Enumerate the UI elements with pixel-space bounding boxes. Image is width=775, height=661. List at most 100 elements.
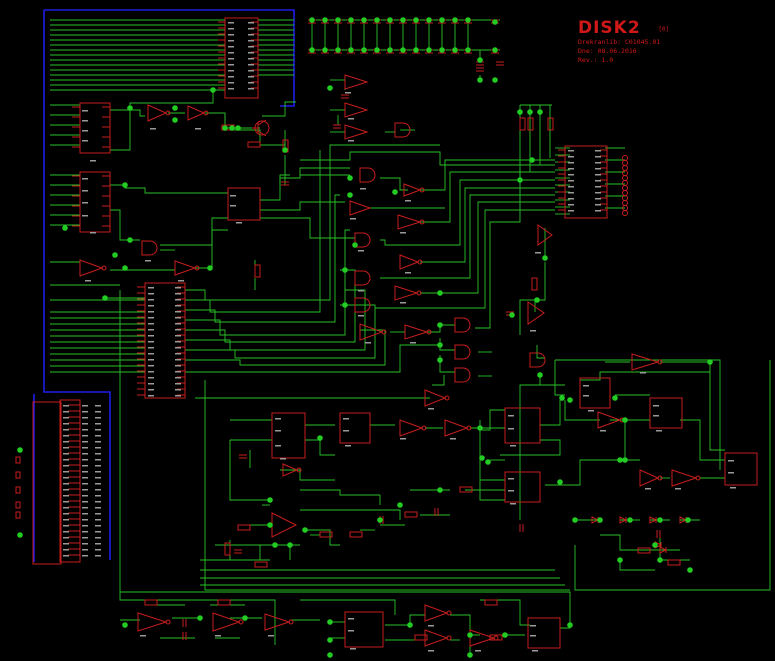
pin-label-mark — [595, 192, 601, 194]
pin-label-mark — [350, 648, 356, 650]
junction-dot — [342, 302, 348, 308]
junction-dot — [17, 447, 23, 453]
gate-j-bubble — [419, 187, 425, 193]
junction-dot — [335, 47, 341, 53]
diode-1 — [619, 516, 628, 524]
junction-dot — [122, 182, 128, 188]
pin-label-mark — [508, 490, 514, 492]
res-21 — [414, 634, 428, 641]
junction-dot — [392, 189, 398, 195]
library-line: Drekranlib: C01045.01 — [578, 38, 661, 46]
pin-label-mark — [228, 64, 234, 66]
wire-segment — [260, 167, 350, 201]
pin-label-mark — [508, 478, 514, 480]
junction-dot — [657, 557, 663, 563]
junction-dot — [374, 17, 380, 23]
gate-g — [174, 260, 197, 276]
gate-i — [397, 214, 422, 230]
gate-y — [137, 612, 168, 632]
pin-label-mark — [475, 650, 481, 652]
pin-label-mark — [595, 210, 601, 212]
gate-f-bubble — [101, 265, 107, 271]
pin-label-mark — [82, 471, 88, 473]
dgate-8 — [454, 367, 471, 383]
pin-label-mark — [275, 418, 281, 420]
pin-label-mark — [510, 503, 516, 505]
pin-label-mark — [348, 118, 354, 120]
gate-v — [399, 419, 424, 437]
wire-segment — [624, 420, 640, 461]
pin-label-mark — [148, 341, 154, 343]
wire-segment — [300, 599, 396, 615]
pin-label-mark — [595, 174, 601, 176]
pin-label-mark — [568, 162, 574, 164]
gate-w — [444, 419, 469, 437]
gate-s — [639, 469, 660, 487]
pin-label-mark — [148, 323, 154, 325]
junction-dot — [617, 457, 623, 463]
ic-u4 — [227, 187, 261, 221]
res-20 — [489, 634, 503, 641]
pin-label-mark — [82, 411, 88, 413]
junction-dot — [437, 322, 443, 328]
pin-label-mark — [95, 531, 101, 533]
junction-dot — [437, 357, 443, 363]
gate-l — [394, 285, 419, 301]
pin-label-mark — [236, 222, 242, 224]
junction-dot — [122, 265, 128, 271]
pin-label-mark — [82, 130, 88, 132]
pin-label-mark — [175, 293, 181, 295]
pin-label-mark — [568, 168, 574, 170]
pin-label-mark — [148, 389, 154, 391]
junction-dot — [327, 85, 333, 91]
wire-segment — [680, 419, 725, 461]
coil-turn — [622, 165, 628, 171]
wire-segment — [119, 290, 276, 645]
pin-label-mark — [248, 22, 254, 24]
pin-label-mark — [63, 459, 69, 461]
gate-h — [349, 200, 372, 216]
pin-label-mark — [248, 70, 254, 72]
gate-d-bubble — [165, 110, 171, 116]
junction-dot — [567, 397, 573, 403]
pin-label-mark — [275, 445, 281, 447]
wire-segment — [280, 469, 335, 481]
pin-label-mark — [728, 472, 734, 474]
pin-label-mark — [95, 447, 101, 449]
pin-label-mark — [410, 342, 416, 344]
transistor-leads — [252, 119, 267, 137]
pin-label-mark — [595, 204, 601, 206]
wire-segment — [110, 184, 228, 194]
pin-label-mark — [400, 232, 406, 234]
gate-i-bubble — [419, 219, 425, 225]
pin-label-mark — [400, 302, 406, 304]
pin-label-mark — [63, 549, 69, 551]
gate-r — [597, 411, 622, 429]
junction-dot — [112, 252, 118, 258]
res-19 — [484, 599, 498, 606]
junction-dot — [529, 157, 535, 163]
pin-label-mark — [175, 389, 181, 391]
pin-label-mark — [595, 198, 601, 200]
pin-label-mark — [63, 501, 69, 503]
junction-dot — [407, 622, 413, 628]
gate-d — [147, 104, 168, 122]
pin-label-mark — [82, 453, 88, 455]
pin-label-mark — [348, 630, 354, 632]
pin-label-mark — [228, 40, 234, 42]
pin-label-mark — [63, 495, 69, 497]
pin-label-mark — [228, 28, 234, 30]
pin-label-mark — [82, 120, 88, 122]
junction-dot — [327, 619, 333, 625]
junction-dot — [207, 265, 213, 271]
junction-dot — [557, 479, 563, 485]
junction-dot — [437, 342, 443, 348]
pin-label-mark — [358, 315, 364, 317]
pin-label-mark — [248, 28, 254, 30]
pin-label-mark — [82, 423, 88, 425]
pin-label-mark — [95, 465, 101, 467]
pin-label-mark — [95, 429, 101, 431]
junction-dot — [479, 455, 485, 461]
pin-label-mark — [568, 150, 574, 152]
res-16 — [667, 559, 681, 566]
